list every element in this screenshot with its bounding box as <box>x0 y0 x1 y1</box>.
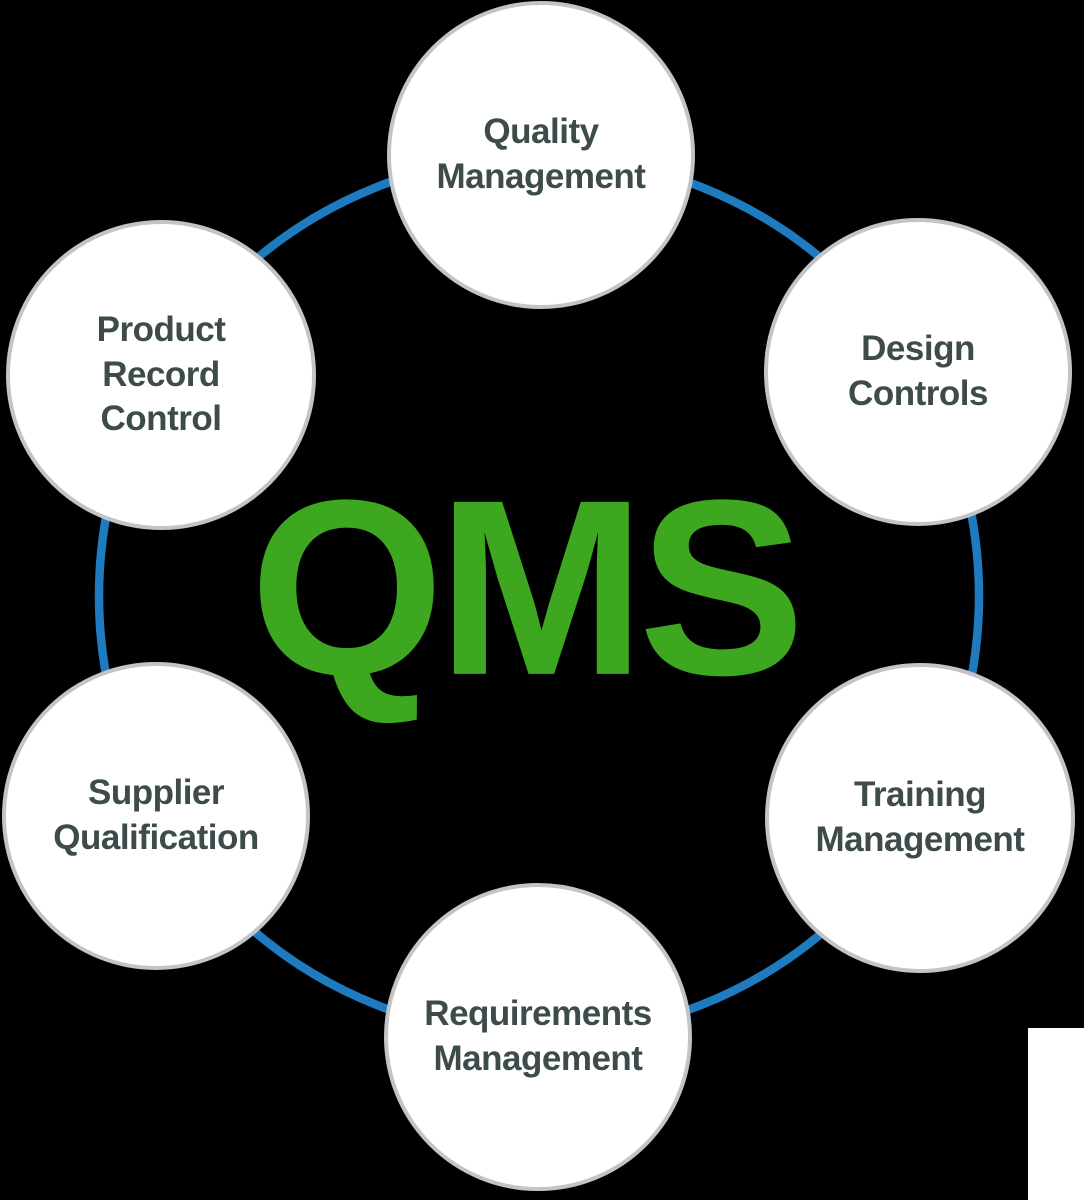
node-design-controls: Design Controls <box>764 218 1072 526</box>
node-requirements-management: Requirements Management <box>384 883 692 1191</box>
node-label-line: Control <box>100 399 222 439</box>
node-supplier-qualification: Supplier Qualification <box>2 662 310 970</box>
node-label-line: Quality <box>483 112 599 152</box>
node-label-line: Management <box>815 820 1025 859</box>
node-label-line: Controls <box>848 374 988 413</box>
node-label-line: Management <box>433 1039 643 1078</box>
node-product-record-control: Product Record Control <box>6 220 316 530</box>
node-label-line: Supplier <box>87 773 225 813</box>
node-label-line: Design <box>861 329 975 369</box>
node-label-line: Product <box>96 309 226 349</box>
corner-artifact <box>1028 1028 1084 1200</box>
node-label-line: Requirements <box>424 994 652 1034</box>
node-quality-management: Quality Management <box>387 1 695 309</box>
node-training-management: Training Management <box>765 663 1075 973</box>
node-label-line: Training <box>853 775 987 815</box>
center-title: QMS <box>249 447 805 727</box>
node-label-line: Record <box>102 354 220 394</box>
node-label-line: Management <box>436 157 646 196</box>
node-label-line: Qualification <box>53 818 259 857</box>
